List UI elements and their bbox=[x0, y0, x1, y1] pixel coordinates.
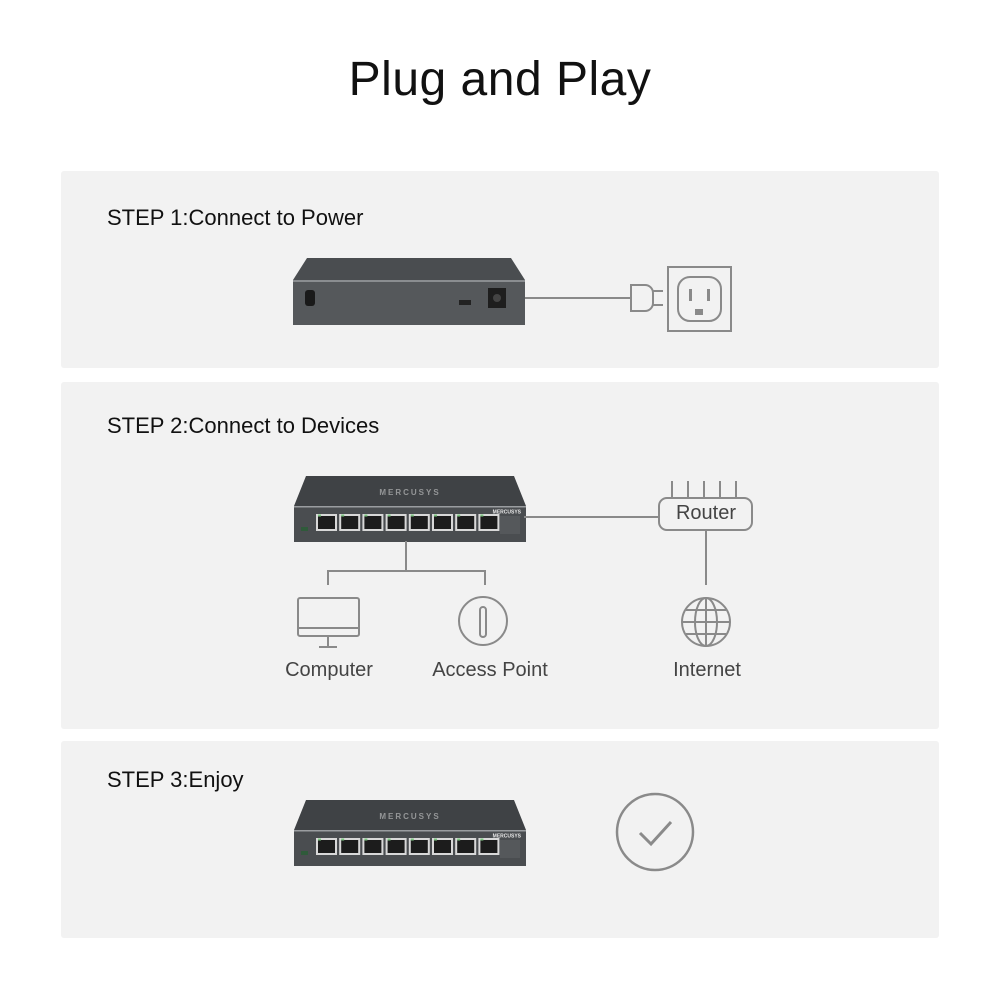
router-icon bbox=[658, 481, 753, 531]
switch-top-brand: MERCUSYS bbox=[379, 488, 440, 497]
step-1-panel: STEP 1:Connect to Power bbox=[61, 171, 939, 368]
router-label: Router bbox=[675, 502, 737, 524]
step-1-label: STEP 1:Connect to Power bbox=[107, 205, 364, 230]
switch-back-image bbox=[293, 258, 525, 325]
monitor-icon bbox=[297, 597, 360, 648]
power-cable-and-outlet bbox=[525, 266, 732, 332]
step-3-panel: STEP 3:Enjoy MERCUSYS MERCUSYS bbox=[61, 741, 939, 938]
connection-lines bbox=[327, 516, 707, 585]
switch-front-image: MERCUSYS MERCUSYS bbox=[294, 800, 526, 866]
power-outlet-icon bbox=[667, 266, 732, 332]
switch-front-brand: MERCUSYS bbox=[493, 834, 522, 840]
switch-top-brand: MERCUSYS bbox=[379, 812, 440, 821]
page-title: Plug and Play bbox=[348, 53, 652, 106]
checkmark-icon bbox=[615, 792, 695, 872]
computer-label: Computer bbox=[285, 659, 373, 681]
globe-icon bbox=[681, 597, 731, 647]
access-point-label: Access Point bbox=[432, 659, 548, 681]
step-3-label: STEP 3:Enjoy bbox=[107, 767, 244, 792]
switch-front-image: MERCUSYS MERCUSYS bbox=[294, 476, 526, 542]
internet-label: Internet bbox=[673, 659, 741, 681]
switch-front-brand: MERCUSYS bbox=[493, 510, 522, 516]
plug-icon bbox=[621, 284, 663, 312]
step-2-label: STEP 2:Connect to Devices bbox=[107, 413, 380, 438]
access-point-icon bbox=[458, 596, 508, 646]
